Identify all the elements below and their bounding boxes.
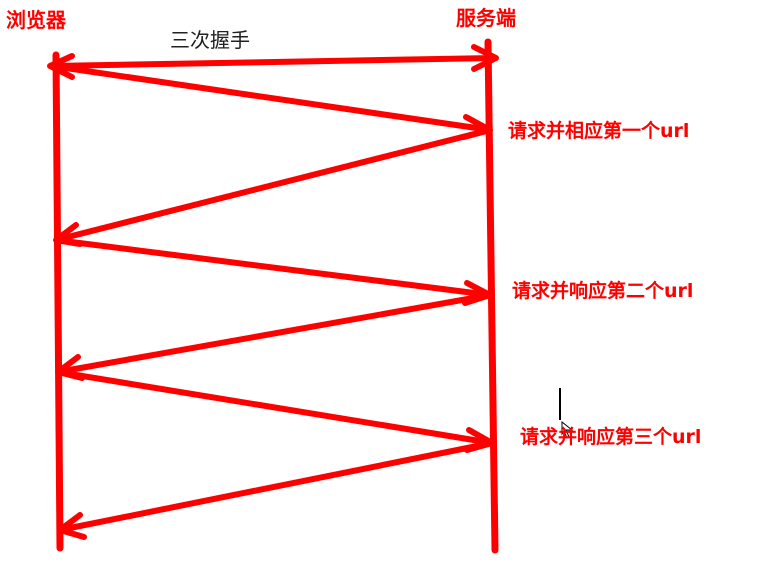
request-arrow-1	[51, 63, 491, 133]
server-label: 服务端	[456, 6, 516, 30]
handshake-arrowhead-left	[47, 53, 75, 80]
step2-label: 请求并响应第二个url	[512, 280, 694, 302]
handshake-label: 三次握手	[170, 28, 250, 52]
step1-label: 请求并相应第一个url	[508, 120, 690, 142]
response-arrow-1	[55, 127, 491, 243]
response-arrow-3	[59, 440, 493, 533]
browser-label: 浏览器	[6, 8, 66, 32]
step3-label: 请求并响应第三个url	[520, 426, 702, 448]
browser-lifeline	[52, 51, 64, 552]
text-cursor-icon	[559, 388, 574, 439]
handshake-arrowhead-right	[471, 44, 499, 72]
response-arrow-2	[57, 292, 491, 375]
response-arrowhead-3	[57, 512, 87, 540]
handshake-arrow	[51, 55, 495, 69]
request-arrow-3	[57, 369, 493, 446]
request-arrow-2	[55, 237, 491, 298]
